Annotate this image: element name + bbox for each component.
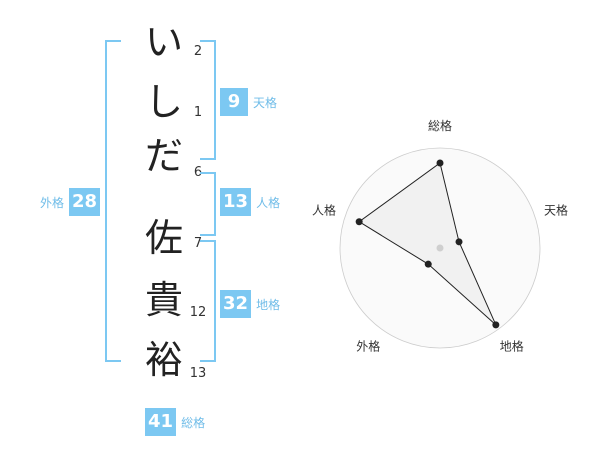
chikaku-bracket: [200, 240, 216, 362]
radar-point: [455, 238, 463, 246]
chikaku-label: 地格: [256, 297, 281, 312]
reading-char-3: だ: [144, 134, 183, 178]
jinkaku-bracket: [200, 172, 216, 236]
radar-center-dot: [436, 244, 444, 252]
radar-axis-label: 総格: [428, 118, 452, 133]
radar-point: [424, 260, 432, 268]
stroke-count-1: 2: [193, 44, 203, 59]
stroke-count-2: 1: [193, 105, 203, 120]
gaikaku-badge: 外格 28: [40, 188, 101, 216]
soukaku-badge: 41 総格: [145, 408, 205, 436]
reading-char-2: し: [144, 80, 183, 124]
radar-score-polygon: [358, 162, 497, 326]
tenkaku-bracket: [200, 40, 216, 160]
radar-axis-label: 天格: [544, 202, 568, 217]
stroke-count-4: 7: [193, 236, 203, 251]
kanji-char-3: 裕: [144, 338, 183, 382]
stroke-count-5: 12: [189, 305, 207, 320]
tenkaku-label: 天格: [253, 95, 278, 110]
tenkaku-badge: 9 天格: [220, 88, 277, 116]
jinkaku-badge: 13 人格: [220, 188, 280, 216]
tenkaku-value: 9: [220, 88, 248, 116]
chikaku-value: 32: [220, 290, 252, 318]
jinkaku-value: 13: [220, 188, 252, 216]
radar-points: [355, 159, 500, 329]
stroke-count-6: 13: [189, 366, 207, 381]
reading-char-1: い: [144, 20, 183, 64]
radar-point: [492, 321, 500, 329]
soukaku-value: 41: [145, 408, 177, 436]
radar-point: [436, 159, 444, 167]
radar-point: [355, 218, 363, 226]
radar-axis-label: 人格: [312, 202, 336, 217]
gaikaku-bracket: [105, 40, 121, 362]
stroke-count-3: 6: [193, 165, 203, 180]
gaikaku-label: 外格: [40, 195, 65, 210]
radar-axis-label: 地格: [500, 339, 524, 354]
gaikaku-value: 28: [69, 188, 101, 216]
kanji-char-2: 貴: [144, 278, 183, 322]
kanji-char-1: 佐: [144, 216, 183, 260]
jinkaku-label: 人格: [256, 195, 281, 210]
radar-axis-label: 外格: [356, 339, 380, 354]
chikaku-badge: 32 地格: [220, 290, 280, 318]
soukaku-label: 総格: [181, 415, 206, 430]
